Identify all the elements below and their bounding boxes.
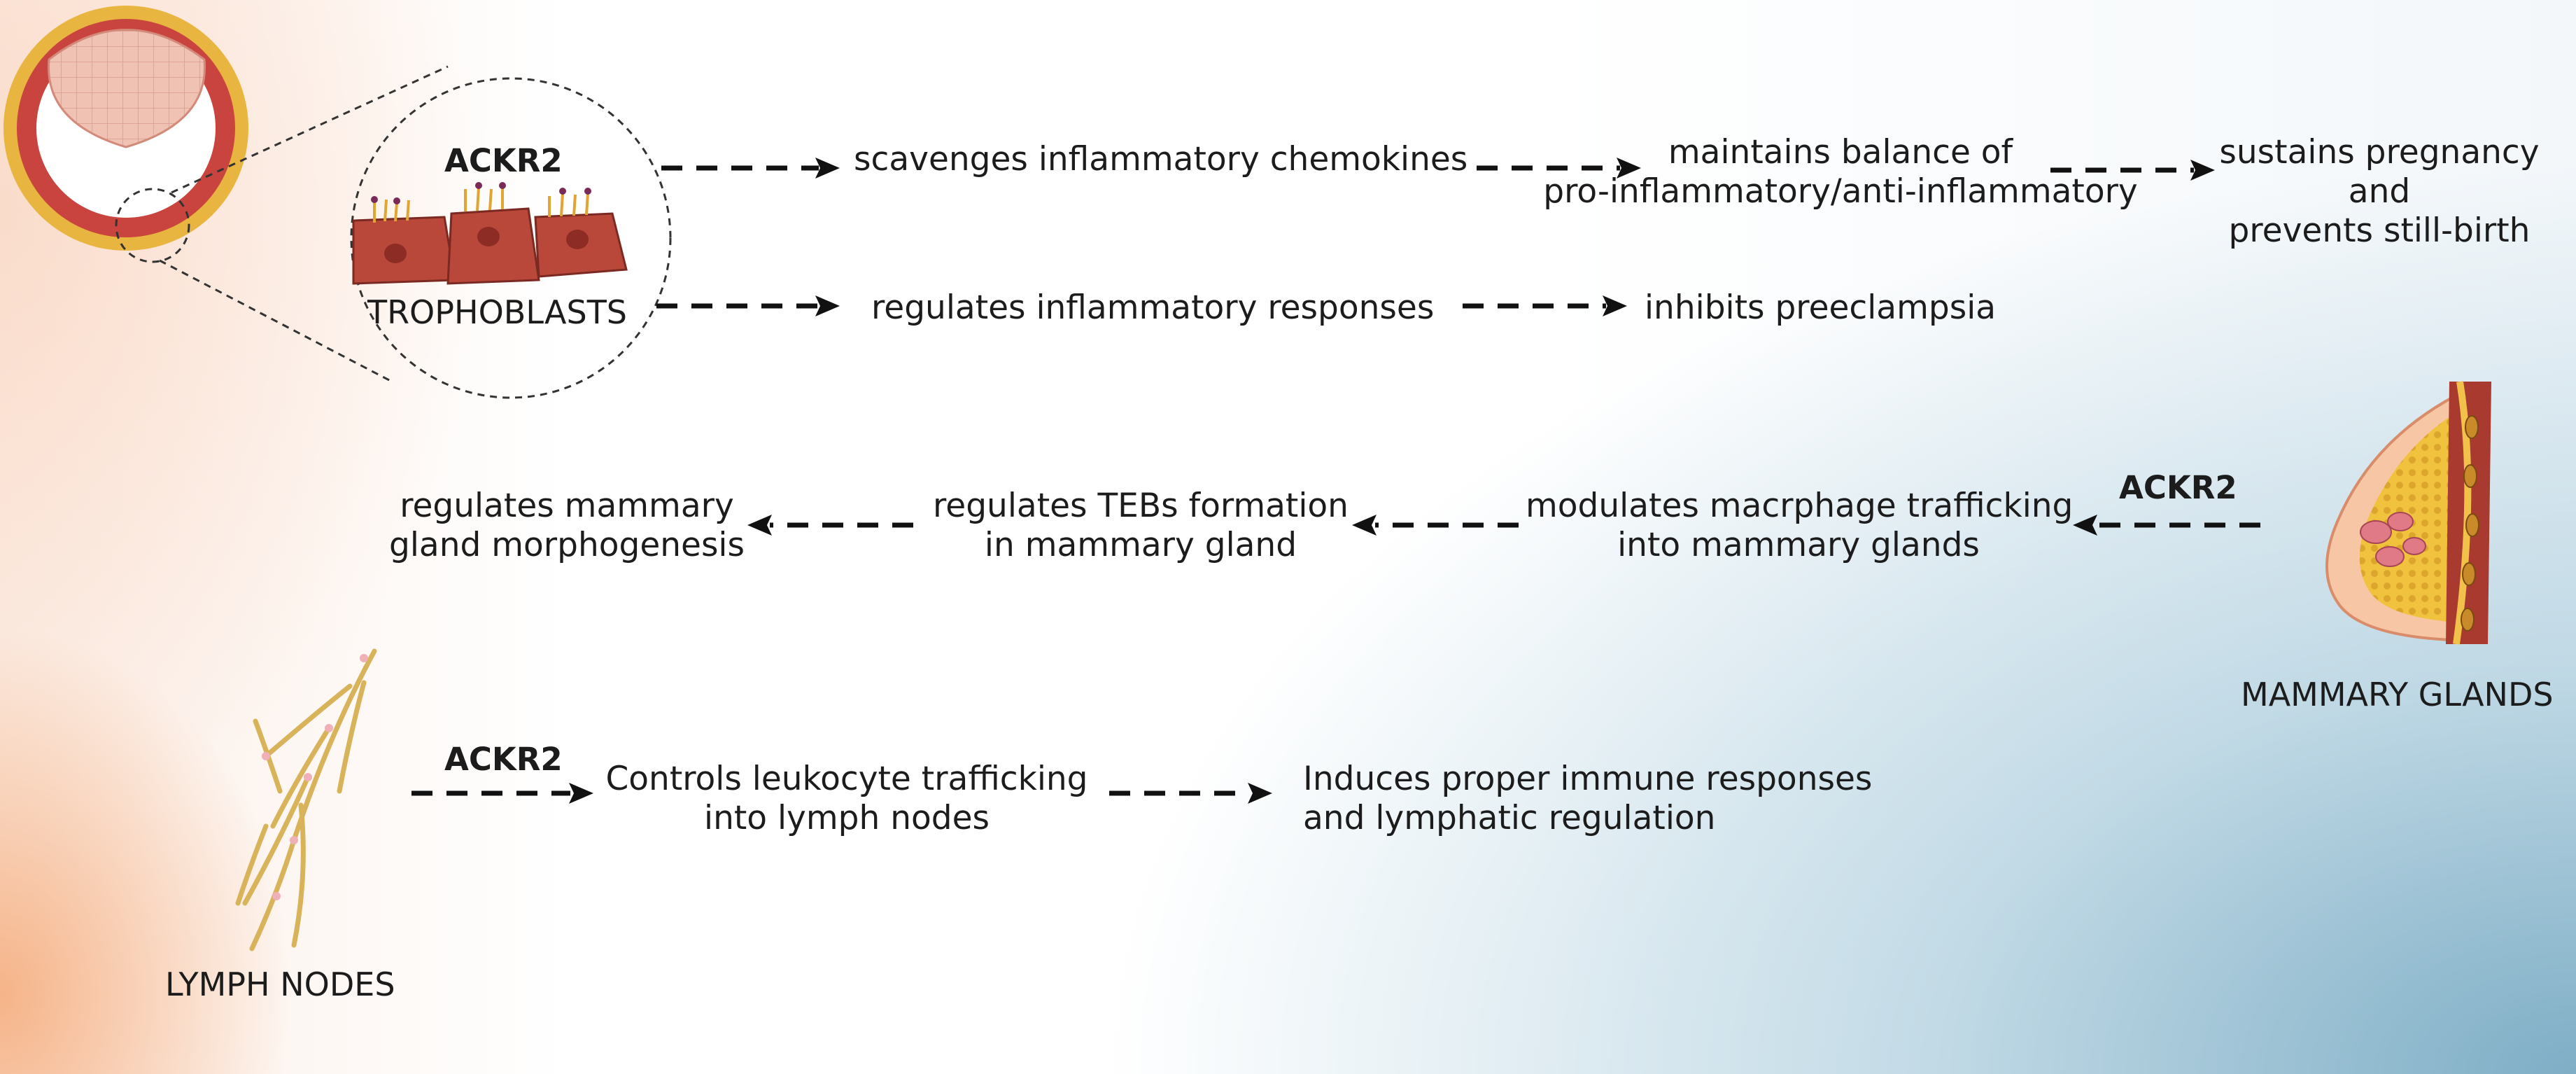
sustains-pregnancy-text: sustains pregnancy and prevents still-bi…: [2204, 133, 2554, 251]
maintains-balance-line2: pro-inflammatory/anti-inflammatory: [1543, 172, 2138, 211]
regulates-inflammatory-text: regulates inflammatory responses: [871, 288, 1435, 327]
trophoblast-cells-icon: [352, 182, 628, 285]
induces-immune-line1: Induces proper immune responses: [1303, 760, 1873, 798]
controls-leukocyte-line2: into lymph nodes: [704, 799, 990, 837]
blastocyst-icon: [3, 6, 248, 251]
mammary-gland-icon: [2325, 381, 2491, 645]
ackr2-label-trophoblast: ACKR2: [444, 142, 563, 179]
lymph-vessel-icon: [235, 648, 377, 951]
inhibits-preeclampsia-text: inhibits preeclampsia: [1645, 288, 1997, 327]
arrow-balance-to-sustains: [2050, 160, 2215, 181]
arrow-regulates-to-inhibits: [1463, 295, 1627, 316]
arrow-ackr2-to-regulates-inflammatory: [656, 295, 840, 316]
controls-leukocyte-line1: Controls leukocyte trafficking: [605, 760, 1088, 798]
sustains-pregnancy-line3: prevents still-birth: [2228, 211, 2531, 250]
regulates-morphogenesis-line1: regulates mammary: [400, 487, 734, 525]
scavenges-chemokines-text: scavenges inflammatory chemokines: [854, 140, 1468, 179]
arrow-mammary-to-modulates: [2073, 515, 2260, 536]
modulates-macrophage-text: modulates macrphage trafficking into mam…: [1526, 487, 2074, 565]
trophoblasts-label: TROPHOBLASTS: [367, 293, 628, 331]
lymph-node-dots: [262, 654, 368, 900]
zoom-callout: [115, 65, 672, 399]
maintains-balance-text: maintains balance of pro-inflammatory/an…: [1543, 133, 2138, 211]
sustains-pregnancy-line2: and: [2348, 172, 2411, 211]
modulates-macrophage-line2: into mammary glands: [1617, 526, 1980, 564]
arrow-tebs-to-morphogenesis: [747, 515, 913, 536]
arrow-lymph-to-controls: [411, 783, 593, 804]
ackr2-label-lymph: ACKR2: [444, 741, 563, 778]
regulates-tebs-line1: regulates TEBs formation: [933, 487, 1349, 525]
arrow-controls-to-induces: [1109, 783, 1272, 804]
regulates-tebs-text: regulates TEBs formation in mammary glan…: [924, 487, 1358, 565]
induces-immune-text: Induces proper immune responses and lymp…: [1303, 760, 1872, 838]
arrow-ackr2-to-scavenges: [661, 158, 840, 179]
arrow-modulates-to-tebs: [1352, 515, 1519, 536]
mammary-glands-label: MAMMARY GLANDS: [2241, 676, 2554, 713]
arrow-scavenges-to-balance: [1477, 158, 1641, 179]
sustains-pregnancy-line1: sustains pregnancy: [2219, 133, 2540, 172]
maintains-balance-line1: maintains balance of: [1668, 133, 2013, 172]
regulates-morphogenesis-text: regulates mammary gland morphogenesis: [388, 487, 745, 565]
regulates-tebs-line2: in mammary gland: [984, 526, 1297, 564]
ackr2-label-mammary: ACKR2: [2119, 469, 2237, 506]
lymph-nodes-label: LYMPH NODES: [165, 965, 395, 1003]
controls-leukocyte-text: Controls leukocyte trafficking into lymp…: [602, 760, 1092, 838]
regulates-morphogenesis-line2: gland morphogenesis: [389, 526, 745, 564]
induces-immune-line2: and lymphatic regulation: [1303, 799, 1716, 837]
modulates-macrophage-line1: modulates macrphage trafficking: [1526, 487, 2074, 525]
